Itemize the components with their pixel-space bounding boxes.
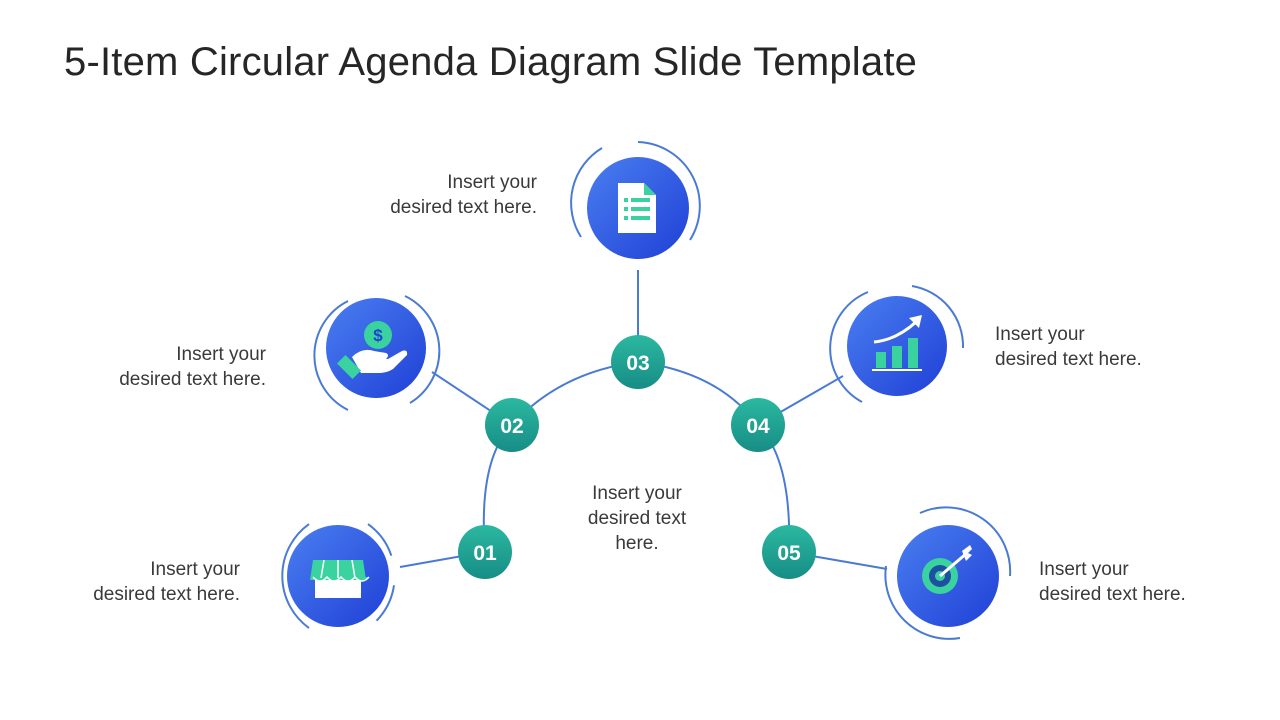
node-01: 01 xyxy=(458,525,512,579)
node-04-number: 04 xyxy=(746,415,770,438)
item-05-text: Insert your desired text here. xyxy=(1039,557,1239,607)
item-04-icon-circle xyxy=(829,285,965,403)
item-01-text-line: Insert your xyxy=(150,559,240,580)
node-05-number: 05 xyxy=(777,542,801,565)
money-hand-icon: $ xyxy=(336,321,408,380)
item-02-text-line: Insert your xyxy=(176,344,266,365)
item-04-text-line: Insert your xyxy=(995,324,1085,345)
center-text-line: here. xyxy=(615,533,659,554)
node-04: 04 xyxy=(731,398,785,452)
document-icon xyxy=(618,183,656,233)
item-01-text-line: desired text here. xyxy=(93,584,240,605)
center-text-line: desired text xyxy=(587,508,687,529)
item-05-icon-circle xyxy=(884,506,1012,640)
item-02-text: Insert your desired text here. xyxy=(66,342,266,392)
item-03-text-line: Insert your xyxy=(447,172,537,193)
item-01-text: Insert your desired text here. xyxy=(40,557,240,607)
node-02: 02 xyxy=(485,398,539,452)
item-03-icon-circle xyxy=(570,141,701,259)
node-05: 05 xyxy=(762,525,816,579)
item-05-text-line: desired text here. xyxy=(1039,584,1186,605)
item-02-icon-circle: $ xyxy=(313,295,441,411)
svg-text:$: $ xyxy=(373,326,383,345)
node-02-number: 02 xyxy=(500,415,523,438)
item-03-text: Insert your desired text here. xyxy=(337,170,537,220)
store-icon xyxy=(310,559,370,598)
center-text-line: Insert your xyxy=(592,483,682,504)
node-01-number: 01 xyxy=(473,542,497,565)
item-04-text-line: desired text here. xyxy=(995,349,1142,370)
target-icon xyxy=(922,545,972,594)
slide-title: 5-Item Circular Agenda Diagram Slide Tem… xyxy=(64,40,918,84)
item-05-text-line: Insert your xyxy=(1039,559,1129,580)
item-01-icon-circle xyxy=(281,523,396,629)
item-02-text-line: desired text here. xyxy=(119,369,266,390)
node-03: 03 xyxy=(611,335,665,389)
node-03-number: 03 xyxy=(626,352,649,375)
center-text: Insert your desired text here. xyxy=(557,481,717,556)
item-03-text-line: desired text here. xyxy=(390,197,537,218)
item-04-text: Insert your desired text here. xyxy=(995,322,1195,372)
growth-chart-icon xyxy=(872,315,922,371)
